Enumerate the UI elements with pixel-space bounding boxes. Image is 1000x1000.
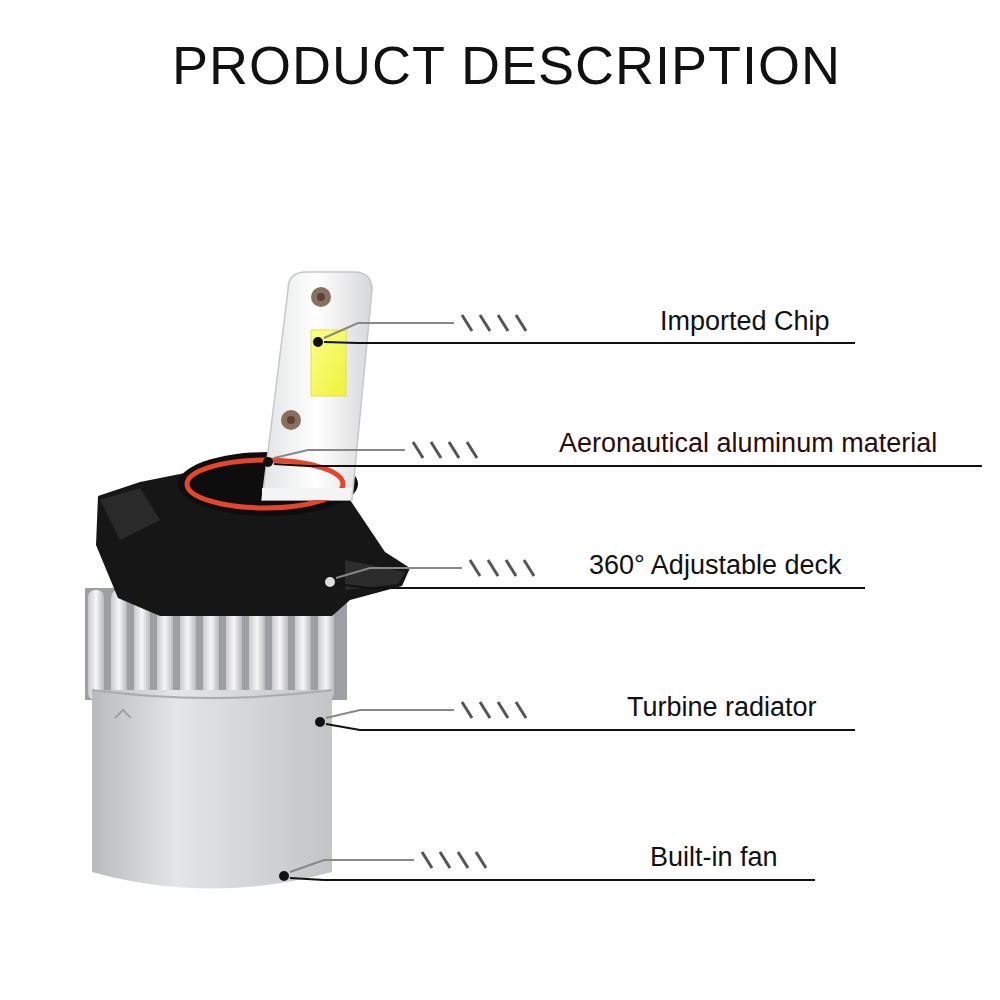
screw <box>281 410 301 430</box>
leader-line <box>326 710 454 718</box>
leader-line <box>336 584 865 588</box>
fan-housing <box>92 690 332 889</box>
title-rule <box>38 64 142 67</box>
leader-stripes <box>470 560 534 576</box>
radiator-fin <box>88 590 104 700</box>
leader-line <box>274 464 982 466</box>
housing-notch <box>115 710 131 718</box>
leader-stripes <box>462 702 526 718</box>
leader-dot <box>279 871 289 881</box>
leader-stripes <box>462 315 526 331</box>
leader-stripes <box>422 852 486 868</box>
leader-line <box>290 860 414 872</box>
leader-line <box>324 323 454 338</box>
screw <box>287 416 295 424</box>
leader-line <box>326 724 855 730</box>
radiator-fin <box>111 590 127 700</box>
title-rule <box>872 64 976 67</box>
part-label: Built-in fan <box>650 842 778 872</box>
part-label: 360° Adjustable deck <box>589 550 841 580</box>
leader-line <box>274 450 405 458</box>
leader-line <box>324 342 855 343</box>
leader-stripes <box>413 442 477 458</box>
leader-dot <box>313 337 323 347</box>
led-bar-base <box>262 488 352 500</box>
o-ring <box>187 460 343 508</box>
page-title: PRODUCT DESCRIPTION <box>172 34 841 96</box>
leader-dot <box>315 717 325 727</box>
leader-dot <box>263 457 273 467</box>
screw <box>317 293 325 301</box>
cob-chip <box>311 330 346 396</box>
screw <box>311 287 331 307</box>
part-label: Imported Chip <box>660 306 830 336</box>
socket-lug <box>100 488 160 540</box>
leader-line <box>336 568 462 578</box>
leader-line <box>290 878 815 880</box>
part-label: Aeronautical aluminum material <box>559 428 937 458</box>
part-label: Turbine radiator <box>627 692 817 722</box>
leader-dot <box>325 577 335 587</box>
housing-edge <box>92 690 332 698</box>
